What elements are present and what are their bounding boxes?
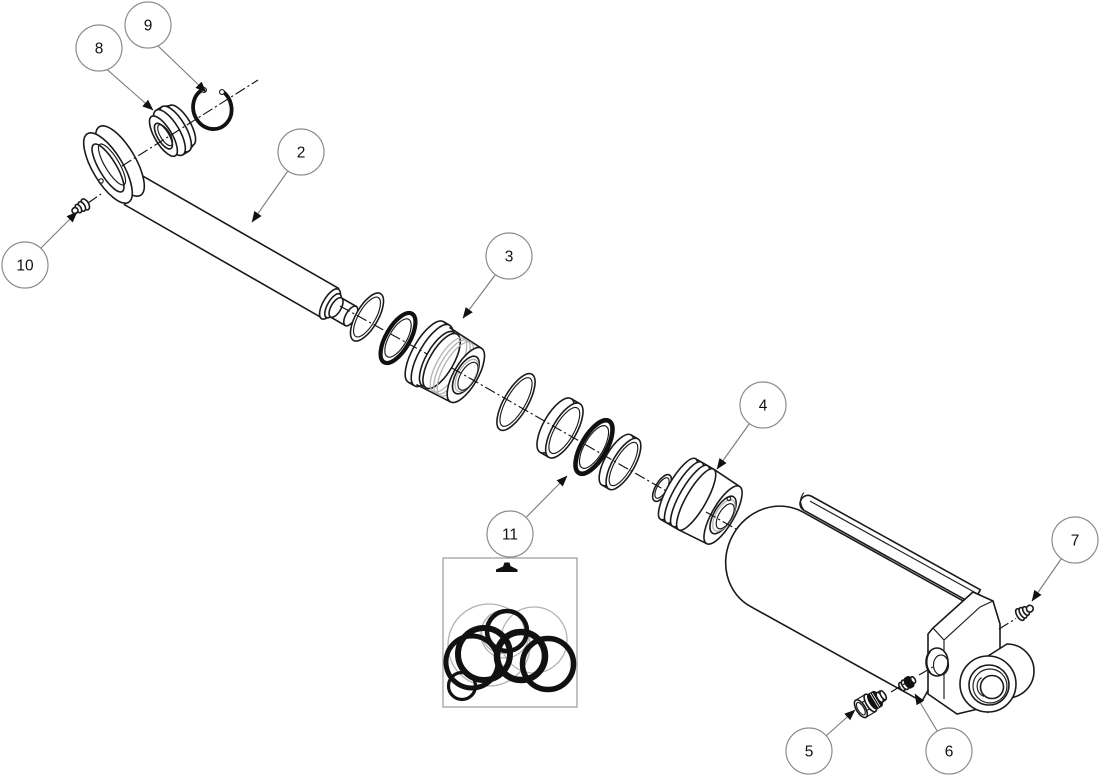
- barrel-eye: [959, 643, 1035, 714]
- rod-seal-ring: [349, 292, 385, 342]
- callout-balloon-3: 3: [485, 232, 533, 280]
- callout-label: 6: [945, 744, 954, 761]
- barrel-port-tube: [799, 492, 982, 605]
- retaining-ring: [191, 87, 234, 131]
- callout-balloon-7: 7: [1051, 516, 1099, 564]
- seal-kit-package: [442, 557, 578, 708]
- leader-4: [716, 423, 750, 470]
- callout-label: 2: [297, 145, 306, 162]
- callout-balloon-10: 10: [1, 241, 49, 289]
- callout-balloon-9: 9: [124, 1, 172, 49]
- callout-balloon-5: 5: [785, 727, 833, 775]
- leader-11: [525, 475, 568, 518]
- gland-head: [404, 320, 486, 404]
- centerlines: [87, 79, 1017, 693]
- piston-seal-ring: [573, 417, 615, 477]
- leader-8: [106, 68, 154, 111]
- grease-hole: [98, 178, 104, 184]
- callout-balloon-2: 2: [277, 128, 325, 176]
- callout-label: 10: [16, 258, 34, 275]
- callout-balloon-4: 4: [739, 381, 787, 429]
- callout-label: 7: [1071, 533, 1080, 550]
- piston-rod: [123, 174, 359, 327]
- rod-eye: [82, 125, 146, 204]
- leader-lines: [40, 43, 1062, 737]
- callout-label: 5: [805, 744, 814, 761]
- piston: [657, 457, 743, 545]
- spherical-bearing: [148, 104, 197, 158]
- leader-3: [462, 274, 496, 319]
- callout-balloon-8: 8: [75, 24, 123, 72]
- grease-fitting-barrel-eye: [1014, 604, 1035, 622]
- leader-7: [1031, 558, 1062, 602]
- leader-9: [155, 43, 207, 93]
- leader-10: [40, 211, 78, 249]
- callout-label: 4: [759, 398, 768, 415]
- leader-2: [251, 171, 288, 223]
- cylinder-barrel: [724, 505, 976, 703]
- wear-band-ring: [536, 397, 584, 459]
- callout-balloon-6: 6: [925, 727, 973, 775]
- callout-label: 3: [505, 249, 514, 266]
- backup-ring: [496, 372, 536, 432]
- callout-balloon-11: 11: [486, 510, 534, 558]
- callout-label: 8: [95, 41, 104, 58]
- grease-fitting-rod-eye: [71, 198, 91, 215]
- hang-tab: [496, 562, 518, 572]
- leader-5: [825, 709, 856, 737]
- callout-label: 11: [502, 527, 518, 544]
- port-plug: [853, 690, 888, 719]
- callout-label: 9: [144, 18, 153, 35]
- guide-ring: [598, 433, 642, 491]
- leader-6: [914, 693, 938, 732]
